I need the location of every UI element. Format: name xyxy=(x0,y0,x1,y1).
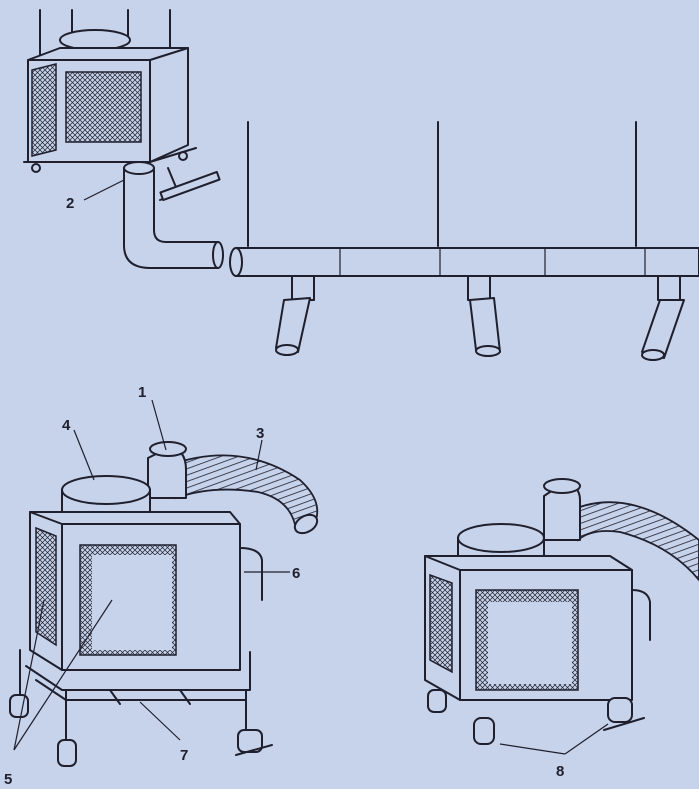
mobile-unit-right xyxy=(424,478,699,745)
callout-3: 3 xyxy=(256,425,264,442)
callout-5: 5 xyxy=(4,771,12,788)
callout-6: 6 xyxy=(292,565,300,582)
callout-1: 1 xyxy=(138,384,146,401)
callout-2: 2 xyxy=(66,195,74,212)
suspended-unit xyxy=(23,9,197,173)
suspended-duct xyxy=(123,121,699,361)
callout-7: 7 xyxy=(180,747,188,764)
mobile-unit-left xyxy=(9,441,319,767)
callout-4: 4 xyxy=(62,417,71,434)
callout-8: 8 xyxy=(556,763,564,780)
leader-lines xyxy=(13,179,609,755)
